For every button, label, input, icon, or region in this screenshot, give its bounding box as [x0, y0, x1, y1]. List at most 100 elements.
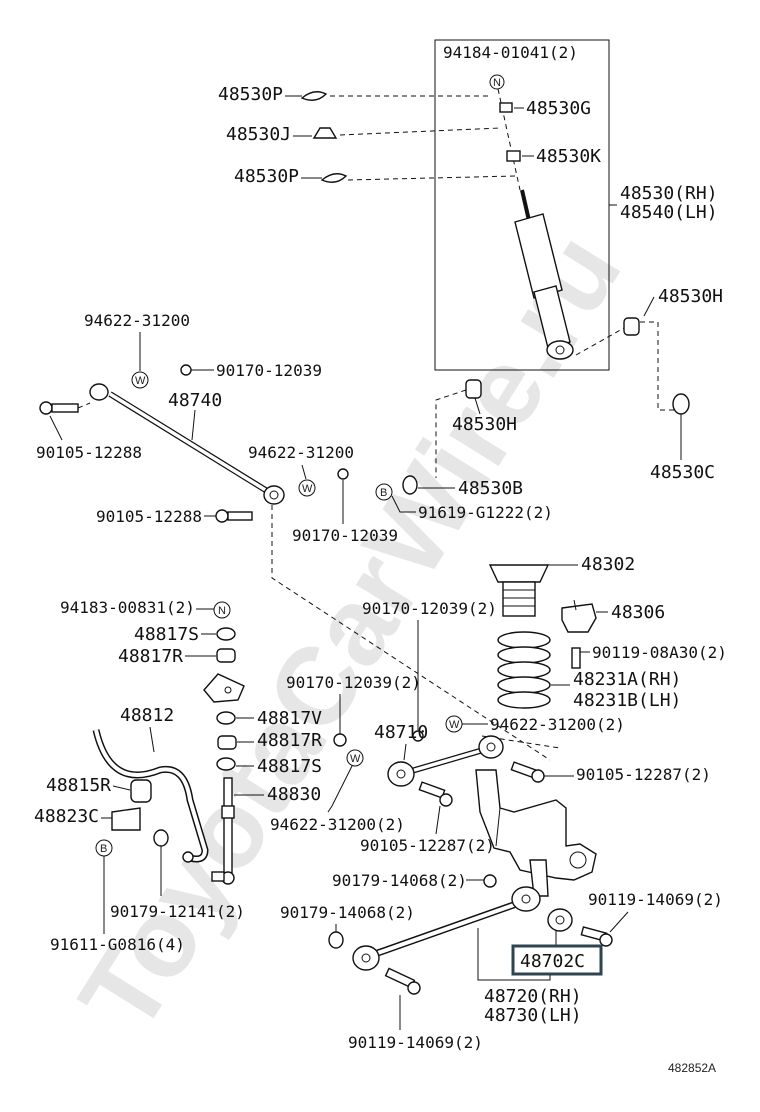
- label-48530P-bottom[interactable]: 48530P: [234, 166, 299, 187]
- label-48812[interactable]: 48812: [120, 705, 174, 726]
- svg-text:W: W: [302, 483, 313, 495]
- label-94622-31200-c[interactable]: 94622-31200(2): [490, 715, 625, 734]
- label-94622-31200-a[interactable]: 94622-31200: [84, 311, 190, 330]
- label-48702C[interactable]: 48702C: [520, 951, 585, 972]
- part-48702C-bushing[interactable]: [547, 908, 573, 932]
- label-48830[interactable]: 48830: [267, 784, 321, 805]
- highlight-box-48702C: [511, 944, 603, 976]
- part-48530G-retainer[interactable]: [499, 102, 513, 113]
- label-90105-12287-a[interactable]: 90105-12287(2): [576, 765, 711, 784]
- part-48530J-bushing[interactable]: [312, 127, 338, 139]
- part-48817S-cushion-b[interactable]: [216, 757, 236, 771]
- part-90170-12039-nut-d[interactable]: [333, 733, 347, 747]
- nut-badge-n-b: N: [213, 601, 231, 619]
- part-48823C-bracket[interactable]: [111, 807, 141, 831]
- label-48530P-top[interactable]: 48530P: [218, 84, 283, 105]
- part-48720-lower-control-arm[interactable]: [352, 886, 541, 971]
- label-90170-12039-b[interactable]: 90170-12039: [292, 526, 398, 545]
- label-94622-31200-b[interactable]: 94622-31200: [248, 443, 354, 462]
- part-shock-absorber-48530[interactable]: [514, 189, 574, 360]
- part-48530B-nut[interactable]: [402, 475, 418, 495]
- label-48730-lh[interactable]: 48730(LH): [484, 1005, 582, 1026]
- part-90119-14069-bolt-b[interactable]: [384, 967, 421, 995]
- part-48530P-cushion-top[interactable]: [300, 91, 328, 101]
- part-48830-stabilizer-link[interactable]: [221, 777, 235, 885]
- label-48823C[interactable]: 48823C: [34, 806, 99, 827]
- part-link-nut[interactable]: [211, 871, 225, 882]
- label-48306[interactable]: 48306: [611, 602, 665, 623]
- label-48817R-a[interactable]: 48817R: [118, 646, 183, 667]
- label-90119-08A30[interactable]: 90119-08A30(2): [592, 643, 727, 662]
- label-90105-12287-b[interactable]: 90105-12287(2): [360, 836, 495, 855]
- part-48530P-cushion-bottom[interactable]: [320, 173, 348, 183]
- part-48817V-cushion[interactable]: [216, 711, 236, 725]
- part-48530K-retainer[interactable]: [506, 150, 521, 162]
- label-48720-rh[interactable]: 48720(RH): [484, 986, 582, 1007]
- label-90179-14068-b[interactable]: 90179-14068(2): [280, 903, 415, 922]
- label-90119-14069-b[interactable]: 90119-14069(2): [348, 1033, 483, 1052]
- label-91611-G0816[interactable]: 91611-G0816(4): [50, 935, 185, 954]
- part-48740-lateral-rod[interactable]: [89, 383, 285, 505]
- label-48540-lh[interactable]: 48540(LH): [620, 202, 718, 223]
- label-90170-12039-c[interactable]: 90170-12039(2): [362, 599, 497, 618]
- label-90105-12288-a[interactable]: 90105-12288: [36, 443, 142, 462]
- part-48302-bump-stopper[interactable]: [488, 564, 550, 617]
- part-90119-08A30-bolt[interactable]: [571, 647, 581, 669]
- part-48530H-bushing-right[interactable]: [623, 317, 640, 336]
- label-48530J[interactable]: 48530J: [226, 124, 291, 145]
- label-48530H-right[interactable]: 48530H: [658, 286, 723, 307]
- part-90105-12287-bolt-a[interactable]: [510, 761, 545, 783]
- label-48231A-rh[interactable]: 48231A(RH): [573, 669, 681, 690]
- label-48530C[interactable]: 48530C: [650, 462, 715, 483]
- label-94622-31200-d[interactable]: 94622-31200(2): [270, 815, 405, 834]
- washer-badge-w-b: W: [298, 479, 316, 497]
- label-48530G[interactable]: 48530G: [526, 98, 591, 119]
- part-48306-spring-insulator[interactable]: [561, 599, 597, 633]
- label-48530B[interactable]: 48530B: [458, 478, 523, 499]
- part-48812-stabilizer-bar[interactable]: [92, 729, 209, 863]
- part-48817R-cushion-a[interactable]: [216, 648, 236, 663]
- part-48710-upper-control-arm[interactable]: [387, 735, 504, 787]
- part-48530H-bushing-left[interactable]: [465, 379, 482, 399]
- part-48817S-cushion-a[interactable]: [216, 627, 236, 641]
- part-48231-coil-spring[interactable]: [497, 631, 551, 709]
- part-90105-12288-bolt-b[interactable]: [215, 509, 253, 523]
- part-90179-12141-nut[interactable]: [153, 829, 169, 847]
- label-94183-00831[interactable]: 94183-00831(2): [60, 598, 195, 617]
- part-48815R-bushing[interactable]: [130, 779, 152, 803]
- part-90119-14069-bolt-a[interactable]: [580, 926, 613, 947]
- washer-badge-w-c: W: [445, 715, 463, 733]
- part-90170-12039-nut-b[interactable]: [337, 468, 349, 480]
- label-48710[interactable]: 48710: [374, 722, 428, 743]
- label-48530-rh[interactable]: 48530(RH): [620, 183, 718, 204]
- part-90170-12039-nut-c[interactable]: [412, 730, 424, 742]
- part-48817-bracket[interactable]: [203, 673, 245, 703]
- label-48530H-left[interactable]: 48530H: [452, 414, 517, 435]
- label-90170-12039-d[interactable]: 90170-12039(2): [286, 673, 421, 692]
- label-90119-14069-a[interactable]: 90119-14069(2): [588, 890, 723, 909]
- label-48231B-lh[interactable]: 48231B(LH): [573, 690, 681, 711]
- label-91619-G1222[interactable]: 91619-G1222(2): [418, 503, 553, 522]
- part-48530C-washer[interactable]: [672, 393, 690, 415]
- label-94184-01041[interactable]: 94184-01041(2): [443, 43, 578, 62]
- label-48817S-a[interactable]: 48817S: [134, 624, 199, 645]
- part-90170-12039-nut-a[interactable]: [180, 364, 192, 376]
- label-48817R-b[interactable]: 48817R: [257, 730, 322, 751]
- part-90105-12288-bolt-a[interactable]: [39, 401, 79, 415]
- part-rear-axle-housing[interactable]: [475, 769, 597, 897]
- label-48302[interactable]: 48302: [581, 554, 635, 575]
- label-48530K[interactable]: 48530K: [536, 146, 601, 167]
- label-48817V[interactable]: 48817V: [257, 708, 322, 729]
- part-48817R-cushion-b[interactable]: [217, 735, 237, 750]
- label-90179-12141[interactable]: 90179-12141(2): [110, 902, 245, 921]
- label-90179-14068-a[interactable]: 90179-14068(2): [332, 871, 467, 890]
- label-48740[interactable]: 48740: [168, 390, 222, 411]
- part-90179-14068-nut-b[interactable]: [328, 931, 344, 949]
- label-48817S-b[interactable]: 48817S: [257, 756, 322, 777]
- label-90170-12039-a[interactable]: 90170-12039: [216, 361, 322, 380]
- label-48815R[interactable]: 48815R: [46, 775, 111, 796]
- label-90105-12288-b[interactable]: 90105-12288: [96, 507, 202, 526]
- part-90105-12287-bolt-b[interactable]: [418, 781, 453, 807]
- part-90179-14068-nut-a[interactable]: [483, 874, 497, 888]
